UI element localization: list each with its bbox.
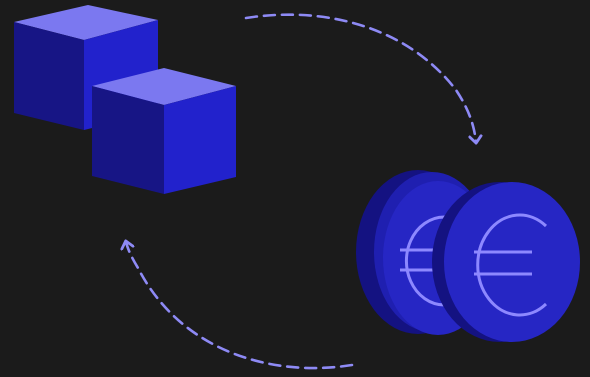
cube-icon [92,68,236,194]
curved-arrow-icon [244,13,476,142]
curved-arrow-icon [126,242,354,370]
euro-coin-icon [432,182,580,342]
